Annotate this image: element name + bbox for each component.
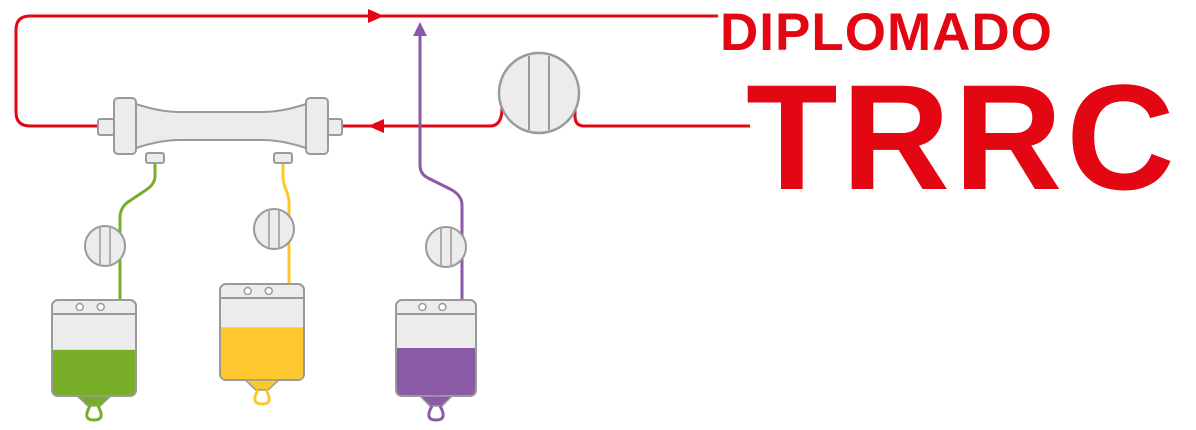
logo-title-trrc: TRRC [746, 53, 1179, 221]
dialysate-line [118, 162, 157, 300]
arrow-up-icon [413, 22, 427, 36]
replacement-bag-icon [395, 299, 477, 422]
blood-pump-to-filter-line [342, 107, 504, 128]
effluent-pump-icon [253, 208, 295, 250]
blood-pump-icon [497, 51, 581, 135]
arrow-left-icon [368, 119, 384, 133]
blood-return-line [14, 14, 718, 128]
filter-icon [97, 97, 343, 164]
replacement-line [418, 32, 464, 300]
replacement-pump-icon [425, 226, 467, 268]
logo-title-diplomado: DIPLOMADO [720, 3, 1053, 62]
blood-access-line [573, 105, 750, 128]
bag-fluid [53, 349, 135, 395]
effluent-line [281, 162, 291, 284]
effluent-bag-icon [219, 283, 305, 406]
blood-circuit [14, 9, 750, 133]
dialysate-pump-icon [84, 225, 126, 267]
arrow-right-icon [368, 9, 384, 23]
dialysate-bag-icon [51, 299, 137, 422]
bag-fluid [221, 327, 303, 379]
bag-fluid [397, 348, 475, 395]
replacement-line-group [413, 22, 464, 300]
